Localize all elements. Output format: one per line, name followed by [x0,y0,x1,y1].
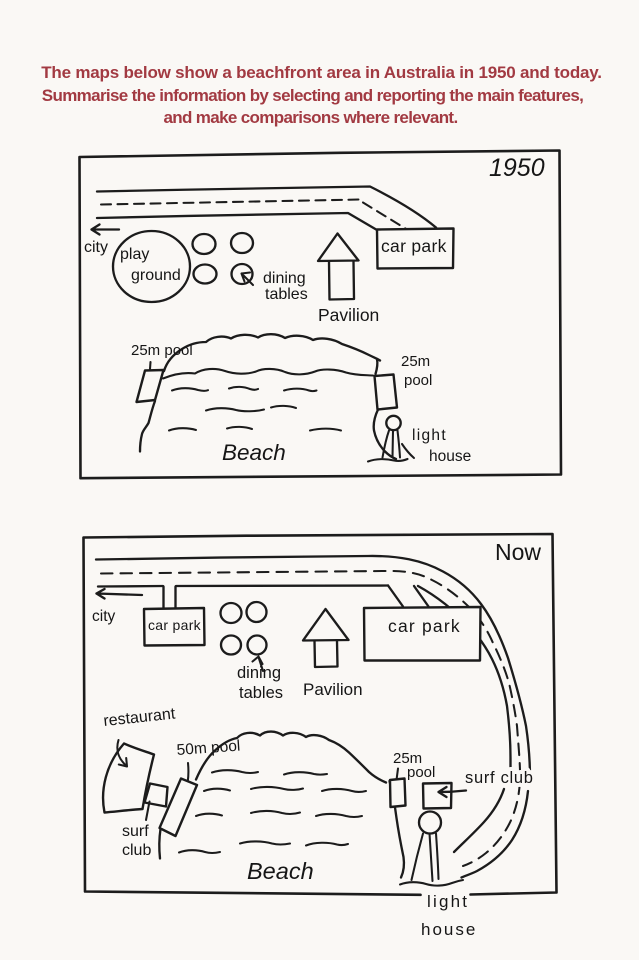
svg-text:car park: car park [148,617,202,633]
svg-text:city: city [92,608,116,625]
svg-text:Pavilion: Pavilion [318,305,379,325]
svg-text:Beach: Beach [222,440,286,465]
svg-text:1950: 1950 [489,154,545,182]
svg-text:club: club [122,842,151,859]
svg-text:car park: car park [388,616,461,636]
svg-text:dining: dining [263,270,306,287]
svg-text:25m pool: 25m pool [131,342,193,359]
svg-text:car park: car park [381,236,447,256]
svg-text:house: house [421,920,477,939]
svg-text:25m: 25m [401,353,430,370]
svg-text:surf club: surf club [465,769,534,787]
svg-text:city: city [84,239,108,256]
svg-text:pool: pool [404,372,432,389]
svg-text:Pavilion: Pavilion [303,680,363,699]
svg-text:restaurant: restaurant [103,705,177,729]
svg-text:play: play [120,246,149,263]
svg-text:house: house [429,448,471,465]
svg-text:Beach: Beach [247,858,314,884]
svg-text:Now: Now [495,539,541,565]
svg-text:pool: pool [407,764,435,781]
svg-text:ground: ground [131,267,181,284]
svg-text:tables: tables [239,684,283,702]
svg-text:light: light [412,427,447,444]
svg-text:25m: 25m [393,750,422,767]
svg-text:surf: surf [122,823,149,840]
svg-text:light: light [427,892,469,911]
svg-text:dining: dining [237,664,281,682]
svg-text:tables: tables [265,286,308,303]
